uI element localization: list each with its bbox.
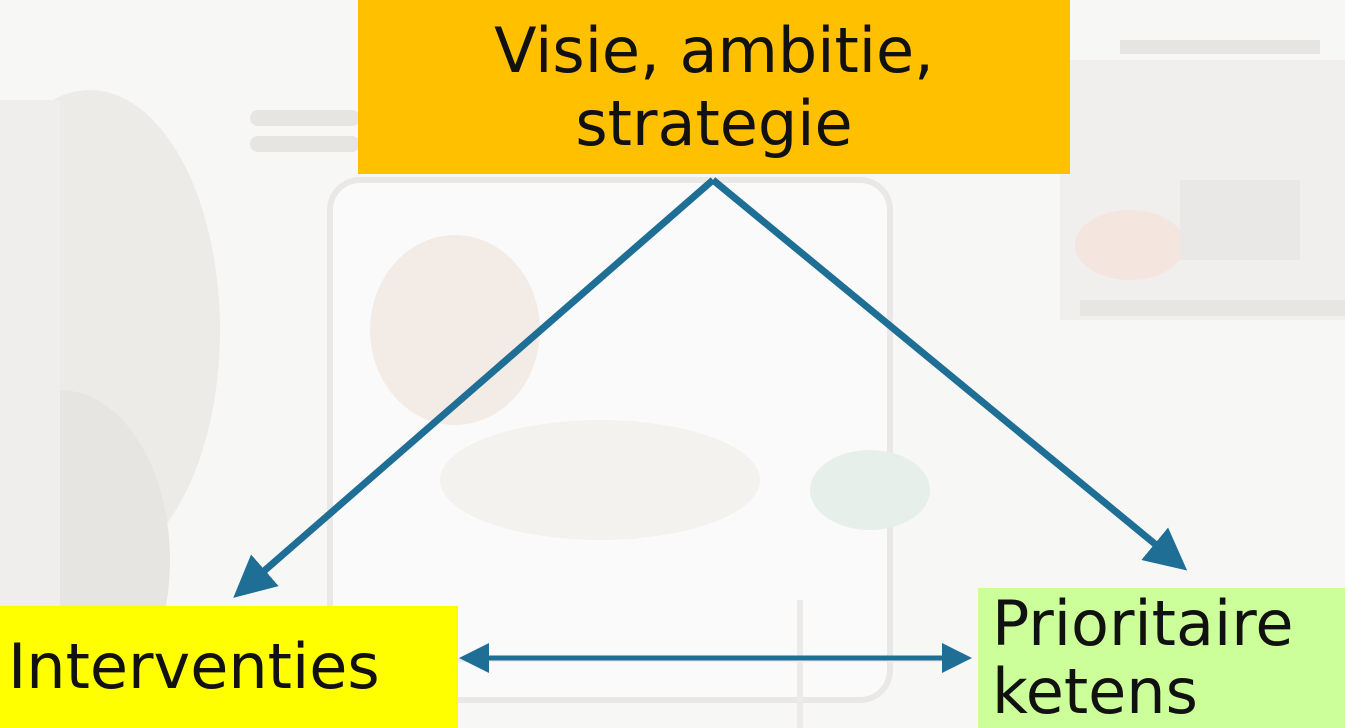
- interventions-label: Interventies: [8, 630, 380, 704]
- priority-box-line-2: ketens: [992, 655, 1198, 728]
- vision-box-line-2: strategie: [575, 87, 853, 160]
- vision-ambition-strategy-box: Visie, ambitie, strategie: [358, 0, 1070, 174]
- priority-chains-box: Prioritaire ketens: [978, 588, 1345, 728]
- interventions-box: Interventies: [0, 606, 458, 728]
- priority-box-line-1: Prioritaire: [992, 586, 1294, 660]
- vision-box-line-1: Visie, ambitie,: [494, 13, 934, 87]
